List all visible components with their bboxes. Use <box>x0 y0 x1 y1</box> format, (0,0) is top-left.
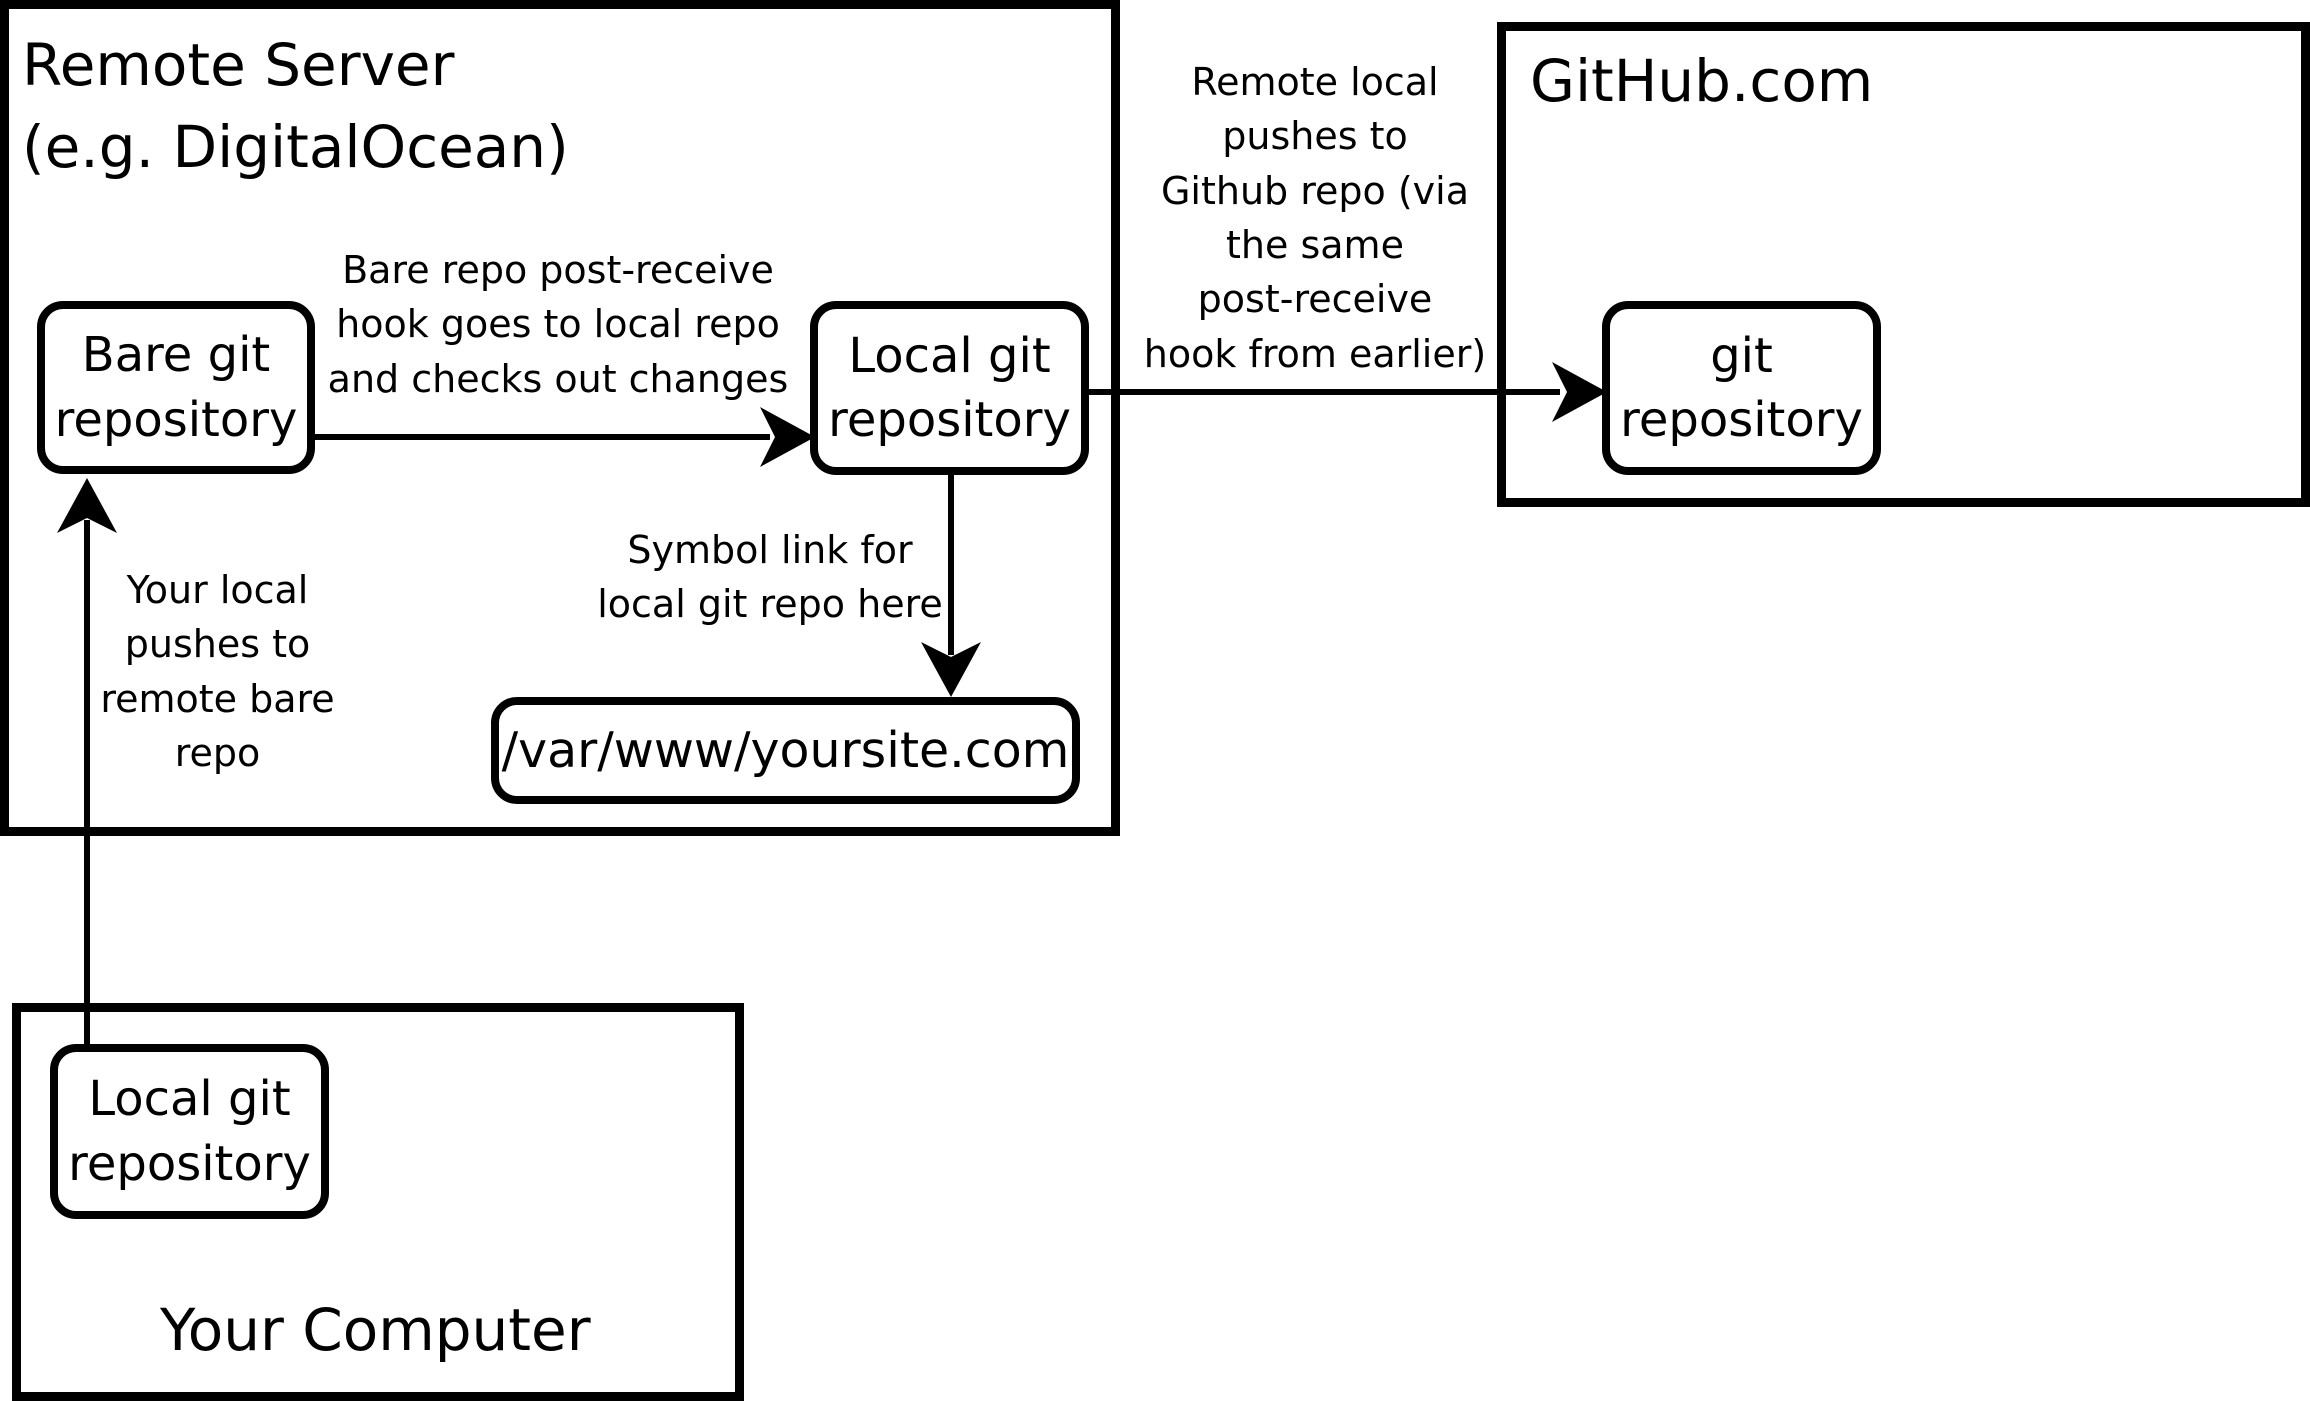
remote-server-frame <box>0 0 1120 836</box>
post-receive-note: Bare repo post-receive hook goes to loca… <box>327 248 789 401</box>
your-computer-title: Your Computer <box>160 1296 591 1364</box>
remote-local-repo-label: Local git repository <box>828 327 1071 448</box>
github-repo-node: git repository <box>1602 301 1881 475</box>
github-repo-label: git repository <box>1620 327 1863 448</box>
your-local-push-note: Your local pushes to remote bare repo <box>100 568 335 775</box>
bare-repo-node: Bare git repository <box>37 301 315 474</box>
remote-push-note: Remote local pushes to Github repo (via … <box>1143 60 1487 376</box>
remote-local-repo-node: Local git repository <box>810 301 1089 475</box>
computer-local-repo-node: Local git repository <box>50 1044 329 1219</box>
github-frame <box>1497 22 2310 507</box>
your-computer-frame <box>12 1003 744 1401</box>
bare-repo-label: Bare git repository <box>54 327 298 448</box>
remote-server-title: Remote Server (e.g. DigitalOcean) <box>22 31 569 182</box>
computer-local-repo-label: Local git repository <box>68 1071 311 1192</box>
symbol-link-note: Symbol link for local git repo here <box>597 528 943 627</box>
github-title: GitHub.com <box>1530 47 1874 115</box>
site-path-node: /var/www/yoursite.com <box>491 697 1080 804</box>
site-path-label: /var/www/yoursite.com <box>501 721 1070 779</box>
